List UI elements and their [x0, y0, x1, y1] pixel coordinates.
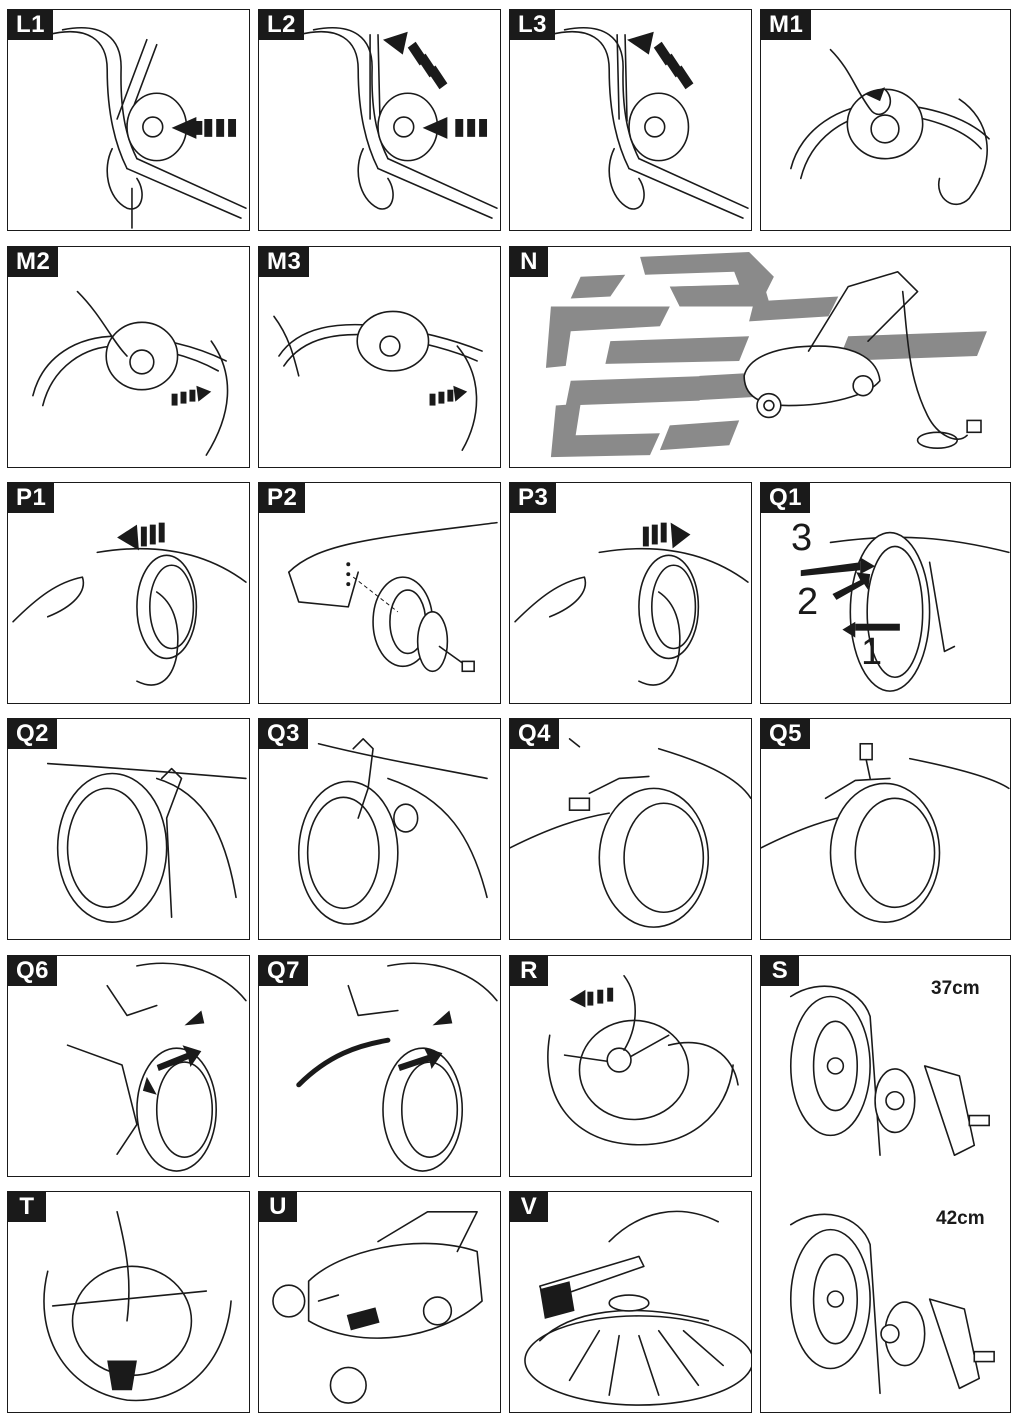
panel-label: P2 — [259, 483, 306, 513]
panel-label: Q3 — [259, 719, 309, 749]
wheel-height-illustration — [761, 742, 1010, 923]
panel-q3: Q3 — [258, 718, 501, 940]
wheel-removal-illustration — [12, 522, 247, 686]
panel-label: P1 — [8, 483, 55, 513]
panel-l3: L3 — [509, 9, 752, 231]
panel-u: U — [258, 1191, 501, 1413]
panel-label: U — [259, 1192, 297, 1222]
panel-m3: M3 — [258, 246, 501, 468]
panel-label: Q2 — [8, 719, 58, 749]
panel-r: R — [509, 955, 752, 1177]
wheel-height-illustration — [510, 738, 751, 928]
panel-label: V — [510, 1192, 548, 1222]
panel-label: M3 — [259, 247, 310, 277]
panel-label: N — [510, 247, 548, 277]
panel-label: Q5 — [761, 719, 811, 749]
step-3-label: 3 — [791, 517, 813, 559]
panel-n: N — [509, 246, 1011, 468]
panel-m1: M1 — [760, 9, 1011, 231]
panel-label: P3 — [510, 483, 557, 513]
panel-label: T — [8, 1192, 46, 1222]
panel-q5: Q5 — [760, 718, 1011, 940]
panel-label: M1 — [761, 10, 812, 40]
axle-removal-illustration — [296, 962, 498, 1172]
step-1-label: 1 — [861, 631, 883, 673]
panel-q2: Q2 — [7, 718, 250, 940]
handle-lock-illustration — [548, 27, 749, 219]
panel-label: Q1 — [761, 483, 811, 513]
wheel-height-illustration — [297, 738, 488, 925]
panel-v: V — [509, 1191, 752, 1413]
panel-label: Q4 — [510, 719, 560, 749]
wheel-install-illustration — [514, 522, 749, 686]
panel-label: R — [510, 956, 548, 986]
panel-label: M2 — [8, 247, 59, 277]
blade-assembly-illustration — [789, 985, 995, 1395]
panel-label: S — [761, 956, 799, 986]
panel-label: Q6 — [8, 956, 58, 986]
panel-l1: L1 — [7, 9, 250, 231]
handle-adjust-illustration — [273, 310, 483, 451]
panel-q6: Q6 — [7, 955, 250, 1177]
mowing-pattern-illustration — [545, 251, 987, 458]
deck-cleaning-illustration — [43, 1211, 232, 1402]
blade-removal-illustration — [547, 975, 739, 1146]
deck-size-37-label: 37cm — [931, 978, 980, 999]
wheel-height-illustration — [46, 762, 247, 923]
handle-adjust-illustration — [790, 48, 990, 205]
panel-label: Q7 — [259, 956, 309, 986]
wheel-height-illustration — [800, 531, 1010, 692]
panel-p2: P2 — [258, 482, 501, 704]
panel-label: L1 — [8, 10, 54, 40]
panel-p3: P3 — [509, 482, 752, 704]
axle-removal-illustration — [66, 962, 247, 1172]
mower-cleaning-illustration — [272, 1211, 483, 1404]
step-2-label: 2 — [797, 581, 819, 623]
handle-adjust-illustration — [32, 290, 229, 456]
panel-q1: Q1 3 2 1 — [760, 482, 1011, 704]
handle-lock-illustration — [46, 27, 247, 229]
panel-label: L2 — [259, 10, 305, 40]
fan-brushing-illustration — [524, 1210, 751, 1406]
panel-m2: M2 — [7, 246, 250, 468]
panel-l2: L2 — [258, 9, 501, 231]
wheel-exploded-view — [288, 521, 498, 673]
panel-q7: Q7 — [258, 955, 501, 1177]
handle-lock-illustration — [297, 27, 498, 219]
deck-size-42-label: 42cm — [936, 1208, 985, 1229]
panel-s: S 37cm 42cm — [760, 955, 1011, 1413]
panel-label: L3 — [510, 10, 556, 40]
panel-q4: Q4 — [509, 718, 752, 940]
panel-p1: P1 — [7, 482, 250, 704]
panel-t: T — [7, 1191, 250, 1413]
